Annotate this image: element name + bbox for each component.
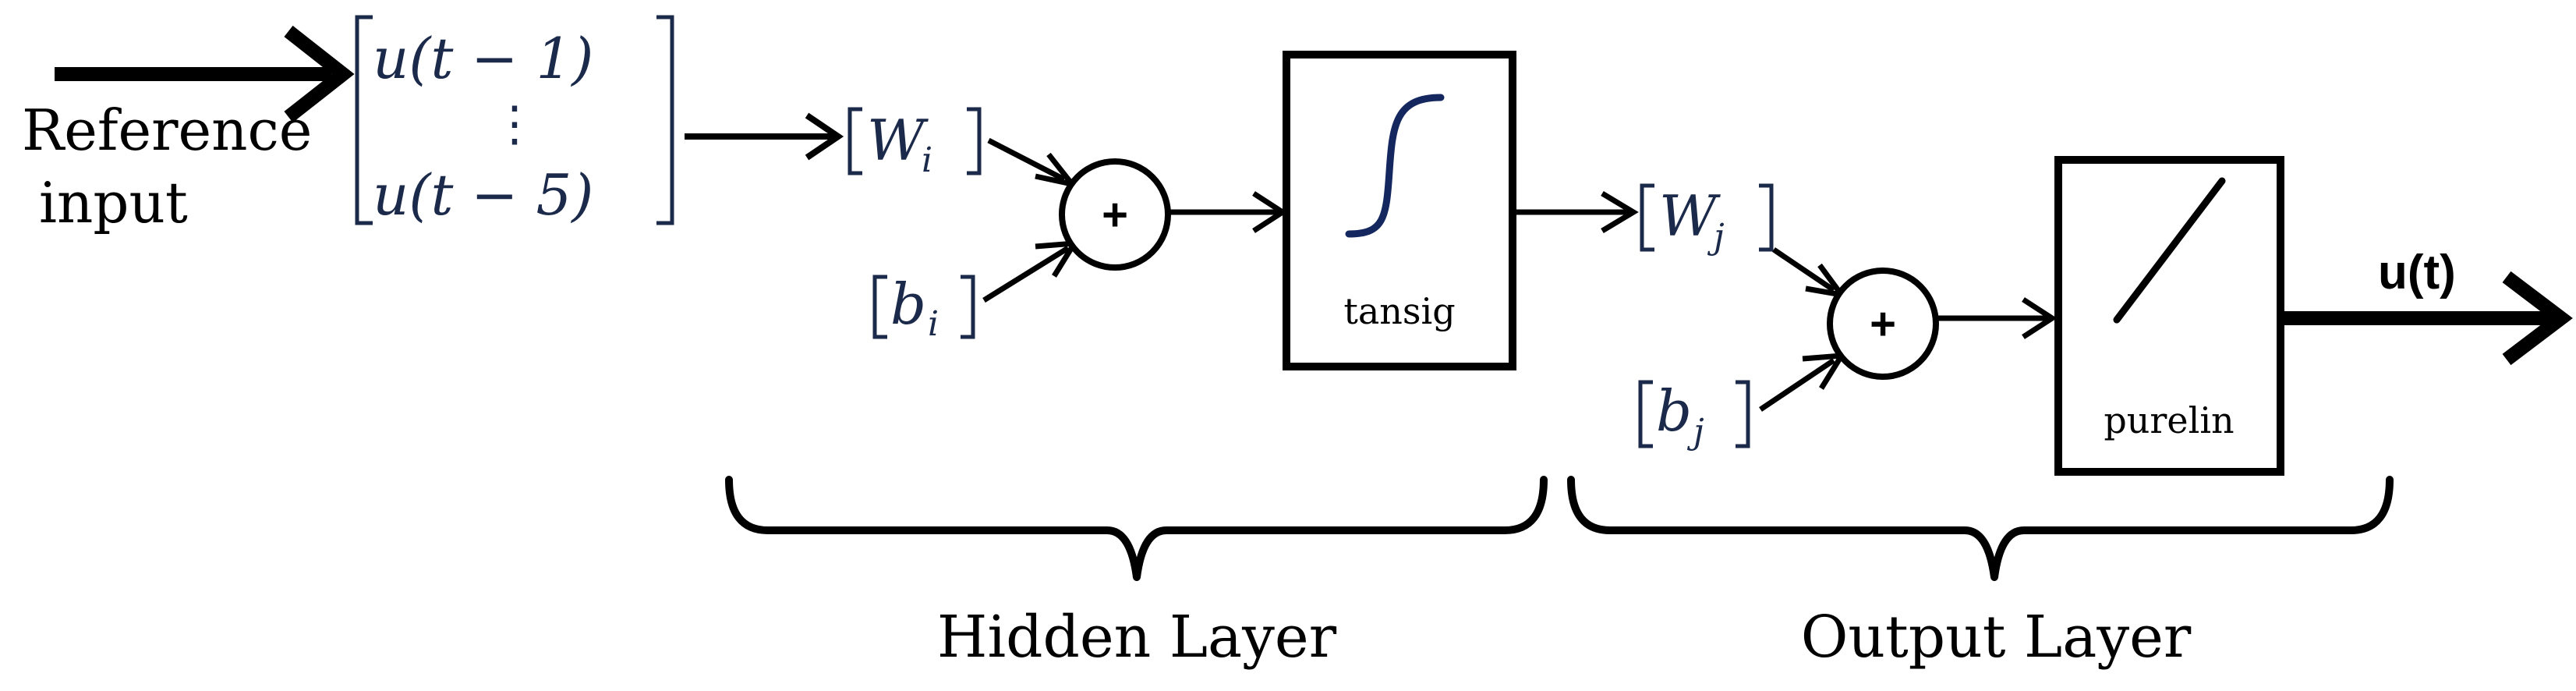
- svg-text:W: W: [867, 108, 929, 173]
- arrow-wj-to-sum: [1772, 247, 1848, 299]
- input-vector-brackets: [355, 15, 674, 225]
- arrow-sum-to-tansig: [1169, 191, 1288, 233]
- svg-text:i: i: [922, 140, 932, 180]
- output-arrow: [2281, 271, 2573, 366]
- svg-text:b: b: [1656, 378, 1692, 444]
- output-layer-label: Output Layer: [1801, 604, 2192, 671]
- svg-text:i: i: [928, 304, 939, 344]
- arrow-tansig-to-wj: [1516, 190, 1639, 234]
- input-vector-dots: ⋮: [490, 95, 539, 152]
- hidden-weight-wi: W i: [847, 107, 982, 180]
- output-layer-brace: [1567, 476, 2394, 581]
- reference-input-label-line2: input: [39, 170, 188, 236]
- svg-text:+: +: [1870, 299, 1896, 349]
- arrow-sum-to-purelin: [1937, 297, 2058, 339]
- tansig-box: tansig: [1283, 51, 1516, 370]
- svg-text:+: +: [1102, 190, 1128, 240]
- svg-text:tansig: tansig: [1343, 290, 1455, 332]
- sigmoid-icon: [1345, 94, 1445, 238]
- output-bias-bj: b j: [1638, 378, 1750, 452]
- linear-icon: [2113, 177, 2226, 324]
- input-vector-top: u(t − 1): [373, 26, 593, 91]
- reference-input-arrow: [55, 25, 355, 123]
- reference-input-label-line1: Reference: [22, 97, 312, 163]
- output-weight-wj: W j: [1640, 183, 1774, 257]
- arrow-bj-to-sum: [1759, 352, 1847, 412]
- arrow-bi-to-sum: [982, 239, 1080, 303]
- svg-text:b: b: [890, 271, 926, 337]
- purelin-box: purelin: [2054, 156, 2284, 476]
- arrow-wi-to-sum: [987, 137, 1079, 189]
- hidden-layer-label: Hidden Layer: [937, 604, 1337, 671]
- output-label: u(t): [2378, 246, 2456, 299]
- hidden-bias-bi: b i: [872, 271, 975, 344]
- arrow-to-wi: [685, 112, 844, 161]
- svg-text:purelin: purelin: [2104, 399, 2234, 441]
- hidden-sum-node: +: [1059, 158, 1171, 271]
- output-sum-node: +: [1827, 268, 1939, 380]
- svg-text:W: W: [1659, 183, 1721, 249]
- hidden-layer-brace: [725, 476, 1548, 581]
- input-vector-bottom: u(t − 5): [373, 162, 593, 228]
